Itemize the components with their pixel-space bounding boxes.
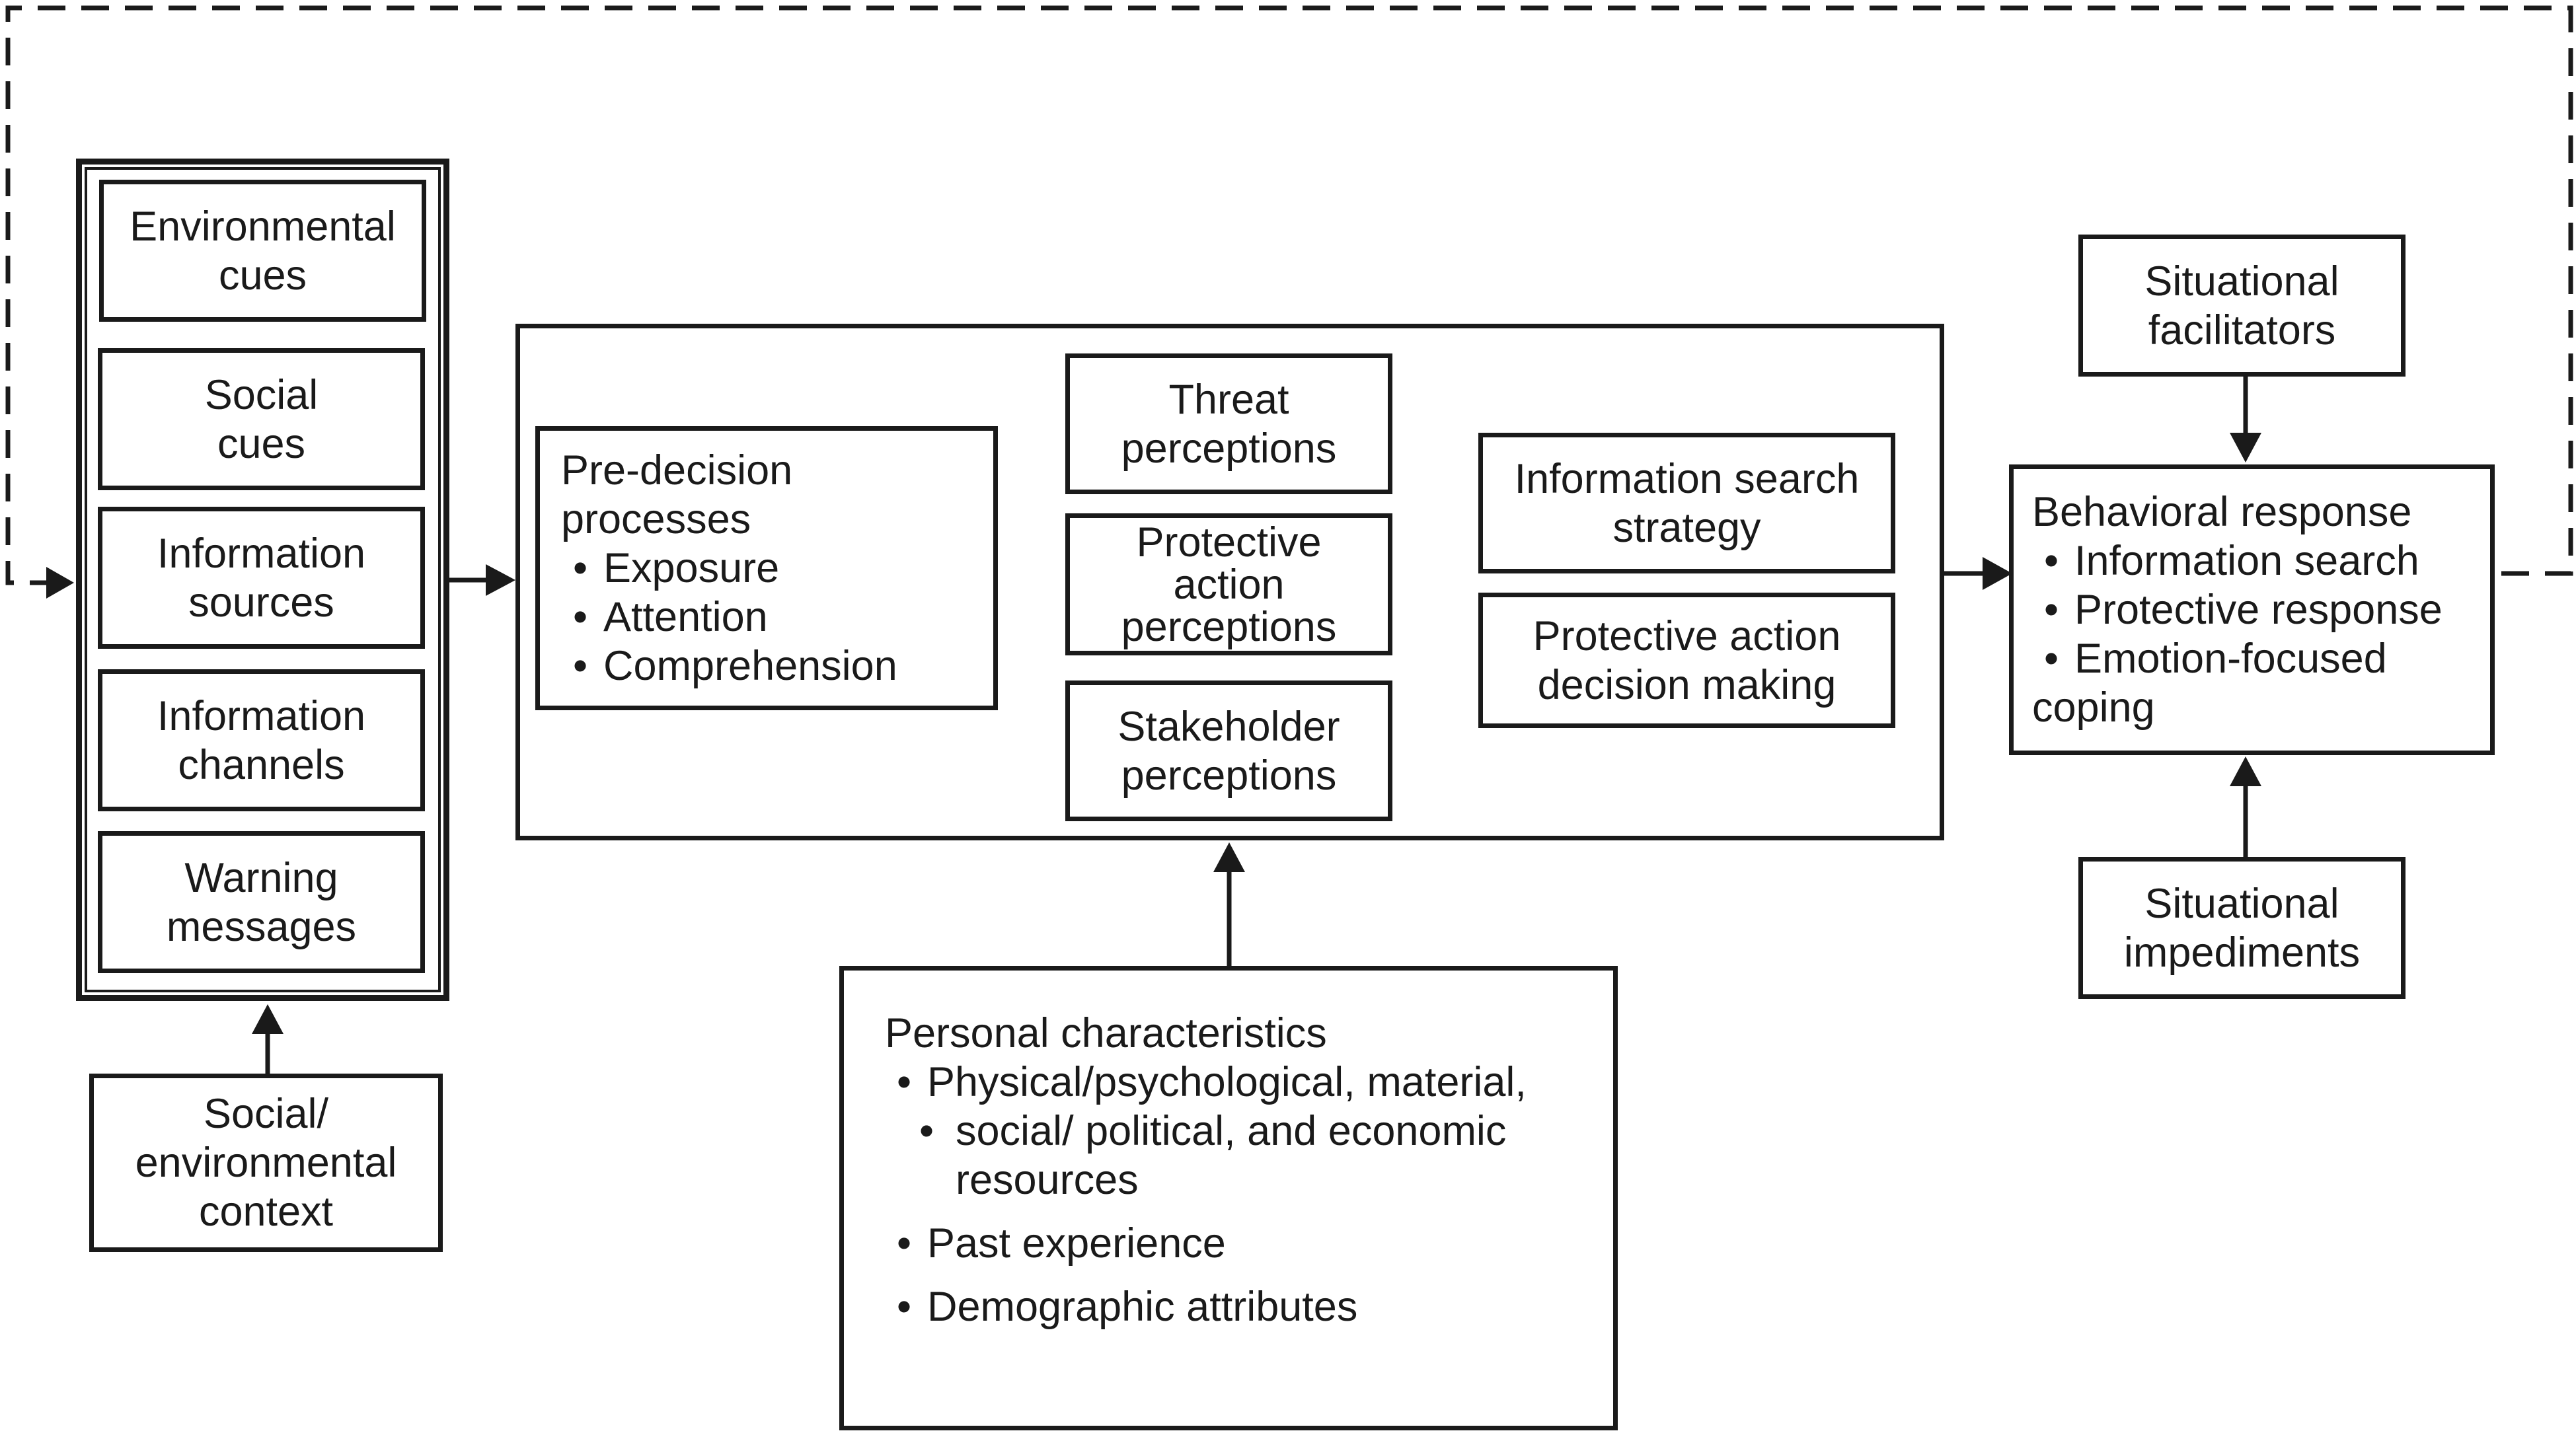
- threat-perceptions-line-1: Threat: [1168, 376, 1289, 423]
- information-sources-line-2: sources: [188, 579, 334, 626]
- decision-making-line-1: Protective action: [1533, 612, 1841, 659]
- information-search-strategy-box: Information search strategy: [1478, 433, 1895, 573]
- search-strategy-line-1: Information search: [1514, 455, 1860, 502]
- stakeholder-perceptions-box: Stakeholder perceptions: [1065, 680, 1392, 821]
- stakeholder-perceptions-line-1: Stakeholder: [1118, 703, 1340, 750]
- context-arrowhead: [252, 1004, 284, 1034]
- to-response-arrowhead: [1983, 557, 2012, 590]
- personal-item-resources-2: social/ political, and economic: [885, 1107, 1613, 1156]
- personal-item-past-experience: Past experience: [885, 1219, 1613, 1268]
- environmental-cues-box: Environmental cues: [99, 180, 426, 322]
- impediments-line-2: impediments: [2123, 929, 2361, 976]
- social-cues-line-1: Social: [204, 371, 319, 418]
- information-channels-line-2: channels: [178, 741, 345, 788]
- information-channels-line-1: Information: [157, 692, 366, 739]
- inputs-arrowhead: [486, 564, 515, 596]
- response-item-protective-response: Protective response: [2032, 585, 2490, 634]
- protective-action-perceptions-box: Protective action perceptions: [1065, 513, 1392, 655]
- protective-action-perceptions-line-3: perceptions: [1121, 603, 1337, 650]
- search-strategy-line-2: strategy: [1612, 504, 1761, 551]
- social-cues-line-2: cues: [217, 420, 306, 467]
- personal-characteristics-box: Personal characteristics Physical/psycho…: [839, 966, 1618, 1430]
- situational-impediments-box: Situational impediments: [2078, 857, 2406, 999]
- feedback-loop-dashed: [5, 5, 2573, 585]
- facilitators-line-2: facilitators: [2148, 307, 2336, 353]
- context-line-2: environmental: [135, 1140, 397, 1186]
- feedback-loop-arrowhead: [46, 567, 74, 599]
- decision-making-line-2: decision making: [1537, 661, 1837, 708]
- response-item-emotion-focused: Emotion-focused: [2032, 634, 2490, 683]
- context-line-1: Social/: [203, 1091, 329, 1137]
- behavioral-response-box: Behavioral response Information search P…: [2009, 464, 2495, 755]
- environmental-cues-line-1: Environmental: [130, 203, 396, 250]
- predecision-title-line-2: processes: [561, 496, 751, 542]
- predecision-item-comprehension: Comprehension: [561, 642, 993, 690]
- protective-action-perceptions-line-1: Protective: [1136, 519, 1322, 566]
- context-line-3: context: [198, 1189, 334, 1235]
- protective-action-decision-box: Protective action decision making: [1478, 593, 1895, 728]
- facilitators-line-1: Situational: [2144, 258, 2339, 305]
- impediments-line-1: Situational: [2144, 880, 2339, 927]
- behavioral-response-title: Behavioral response: [2032, 489, 2412, 535]
- response-item-coping: coping: [2032, 684, 2155, 731]
- personal-item-demographic-attributes: Demographic attributes: [885, 1282, 1613, 1331]
- predecision-item-exposure: Exposure: [561, 544, 993, 593]
- stakeholder-perceptions-line-2: perceptions: [1121, 752, 1337, 799]
- facilitators-arrowhead: [2230, 433, 2261, 462]
- personal-characteristics-title: Personal characteristics: [885, 1010, 1327, 1056]
- social-environmental-context-box: Social/ environmental context: [89, 1074, 443, 1252]
- protective-action-perceptions-line-2: action: [1173, 561, 1285, 608]
- threat-perceptions-box: Threat perceptions: [1065, 353, 1392, 494]
- personal-item-resources-1: Physical/psychological, material,: [885, 1058, 1613, 1107]
- predecision-title-line-1: Pre-decision: [561, 447, 793, 494]
- information-sources-box: Information sources: [98, 507, 425, 649]
- situational-facilitators-box: Situational facilitators: [2078, 235, 2406, 377]
- impediments-arrowhead: [2230, 756, 2261, 786]
- information-inputs-inner-frame: [85, 167, 441, 992]
- personal-characteristics-arrowhead: [1213, 842, 1245, 872]
- information-channels-box: Information channels: [98, 669, 425, 811]
- threat-perceptions-line-2: perceptions: [1121, 425, 1337, 472]
- warning-messages-line-1: Warning: [184, 854, 338, 901]
- predecision-processes-box: Pre-decision processes Exposure Attentio…: [535, 426, 998, 710]
- predecision-item-attention: Attention: [561, 593, 993, 642]
- social-cues-box: Social cues: [98, 348, 425, 490]
- warning-messages-box: Warning messages: [98, 831, 425, 973]
- personal-item-resources-3: resources: [956, 1157, 1139, 1203]
- information-sources-line-1: Information: [157, 530, 366, 577]
- warning-messages-line-2: messages: [166, 903, 357, 950]
- environmental-cues-line-2: cues: [218, 252, 307, 299]
- response-item-information-search: Information search: [2032, 536, 2490, 585]
